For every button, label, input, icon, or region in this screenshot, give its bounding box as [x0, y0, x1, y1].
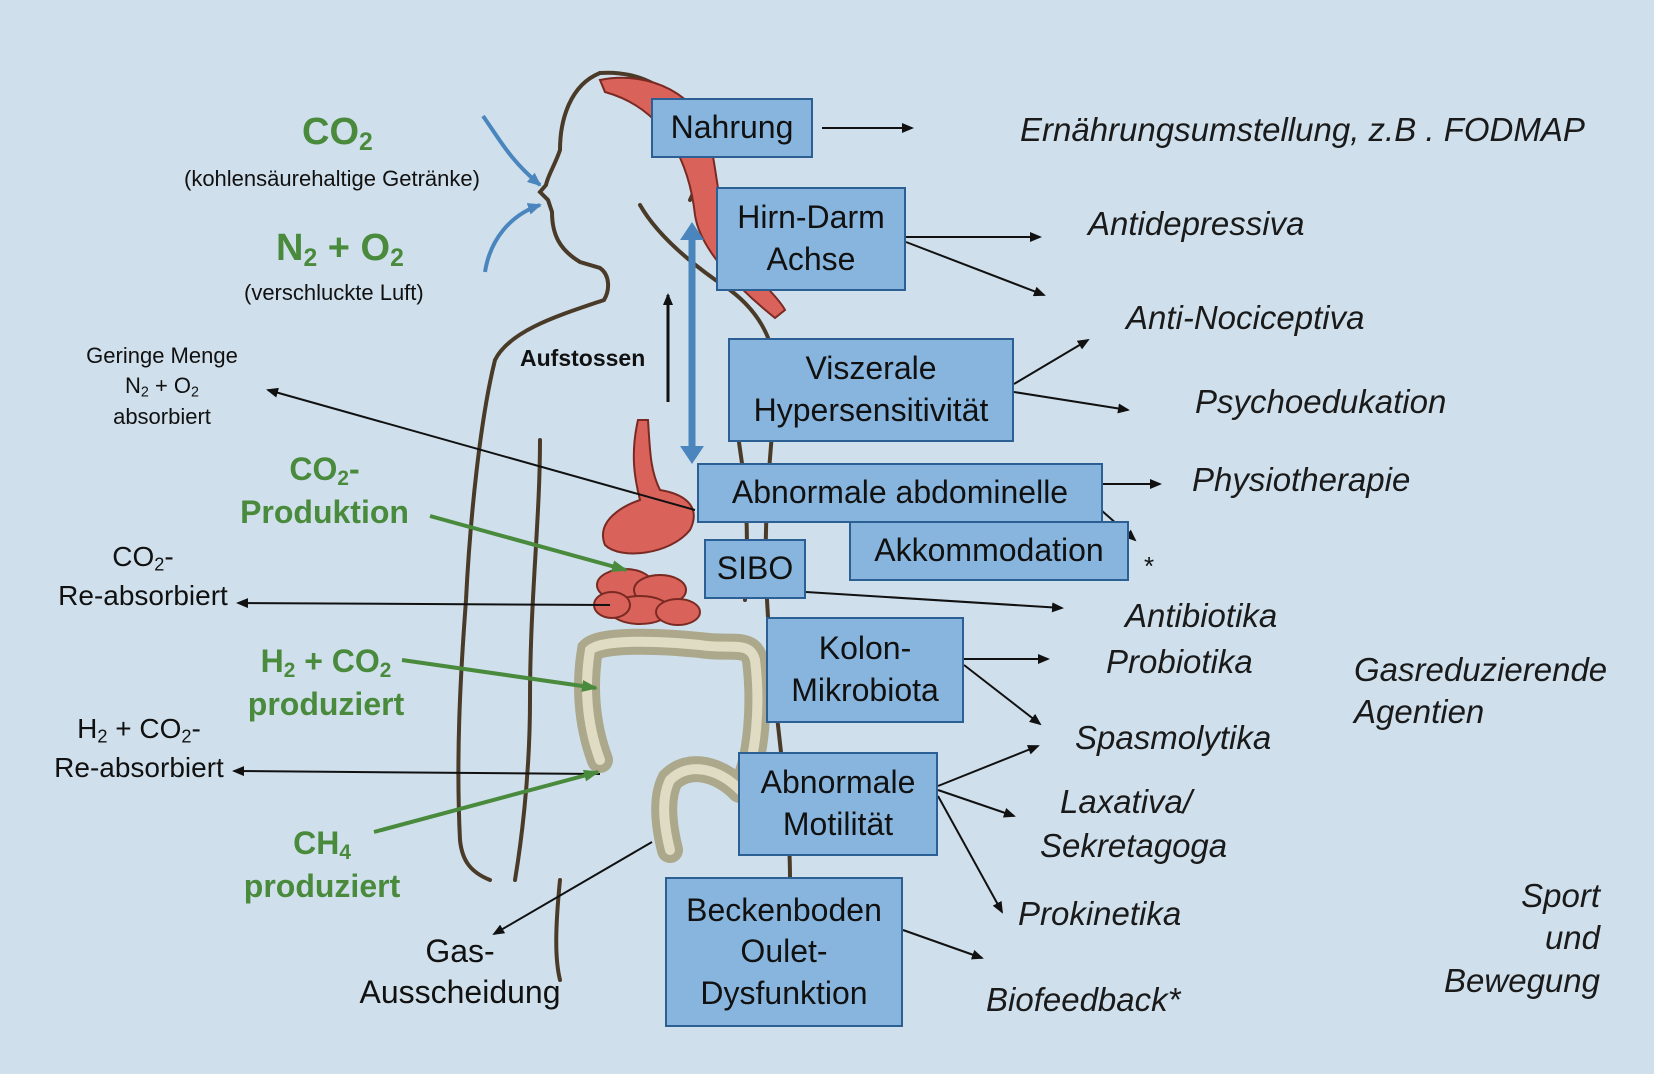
treatment-physiotherapie: Physiotherapie	[1192, 461, 1411, 498]
colon	[574, 628, 771, 863]
n2-o2-label: N2 + O2	[276, 227, 404, 273]
co2-produktion-label: CO2- Produktion	[240, 451, 409, 531]
aufstossen-label: Aufstossen	[520, 345, 646, 371]
treatment-laxativa: Laxativa/	[1060, 783, 1193, 820]
air-note: (verschluckte Luft)	[244, 280, 424, 305]
co2-label: CO2	[302, 111, 373, 157]
arrow-h2-reabs	[232, 766, 601, 777]
geringe-menge-label: Geringe Menge N2 + O2 absorbiert	[86, 343, 238, 430]
co2-reabsorbiert-label: CO2- Re-absorbiert	[58, 541, 228, 611]
curved-arrow-co2	[481, 114, 542, 187]
curved-arrow-air	[483, 203, 542, 273]
box-sibo: SIBO	[704, 539, 806, 599]
treatment-sport: Sport und Bewegung	[1444, 877, 1600, 999]
treatment-sekretagoga: Sekretagoga	[1040, 827, 1228, 864]
box-akkommodation: Akkommodation	[849, 521, 1129, 581]
green-arrow-ch4	[373, 769, 600, 834]
akkommodation-star: *	[1144, 551, 1155, 581]
box-kolon-mikrobiota: Kolon-Mikrobiota	[766, 617, 964, 723]
treatment-probiotika: Probiotika	[1106, 643, 1253, 680]
green-arrow-h2co2	[401, 658, 598, 692]
treatment-ernaehrung: Ernährungsumstellung, z.B . FODMAP	[1020, 111, 1585, 148]
box-abnormale-abdominelle: Abnormale abdominelle	[697, 463, 1103, 523]
small-intestine	[593, 568, 701, 626]
box-nahrung: Nahrung	[651, 98, 813, 158]
h2-co2-produziert-label: H2 + CO2 produziert	[247, 643, 405, 723]
arrow-gas	[492, 841, 653, 936]
treatment-antidepressiva: Antidepressiva	[1088, 205, 1305, 242]
gas-ausscheidung-label: Gas- Ausscheidung	[359, 933, 561, 1011]
green-arrow-co2prod	[429, 514, 628, 573]
treatment-psychoedukation: Psychoedukation	[1195, 383, 1447, 420]
co2-note: (kohlensäurehaltige Getränke)	[184, 166, 480, 191]
treatment-anti-nociceptiva: Anti-Nociceptiva	[1126, 299, 1365, 336]
treatment-biofeedback: Biofeedback*	[986, 981, 1181, 1018]
treatment-prokinetika: Prokinetika	[1018, 895, 1182, 932]
treatment-spasmolytika: Spasmolytika	[1075, 719, 1272, 756]
arrow-geringe	[266, 387, 696, 511]
treatment-gasreduzierende: Gasreduzierende Agentien	[1354, 651, 1608, 731]
h2-co2-reabsorbiert-label: H2 + CO2- Re-absorbiert	[54, 713, 224, 783]
treatment-antibiotika: Antibiotika	[1125, 597, 1278, 634]
ch4-produziert-label: CH4 produziert	[243, 825, 401, 905]
treatment-arrows	[805, 123, 1162, 960]
arrow-co2-reabs	[236, 598, 611, 609]
stomach	[602, 419, 695, 555]
double-arrow	[680, 222, 704, 464]
